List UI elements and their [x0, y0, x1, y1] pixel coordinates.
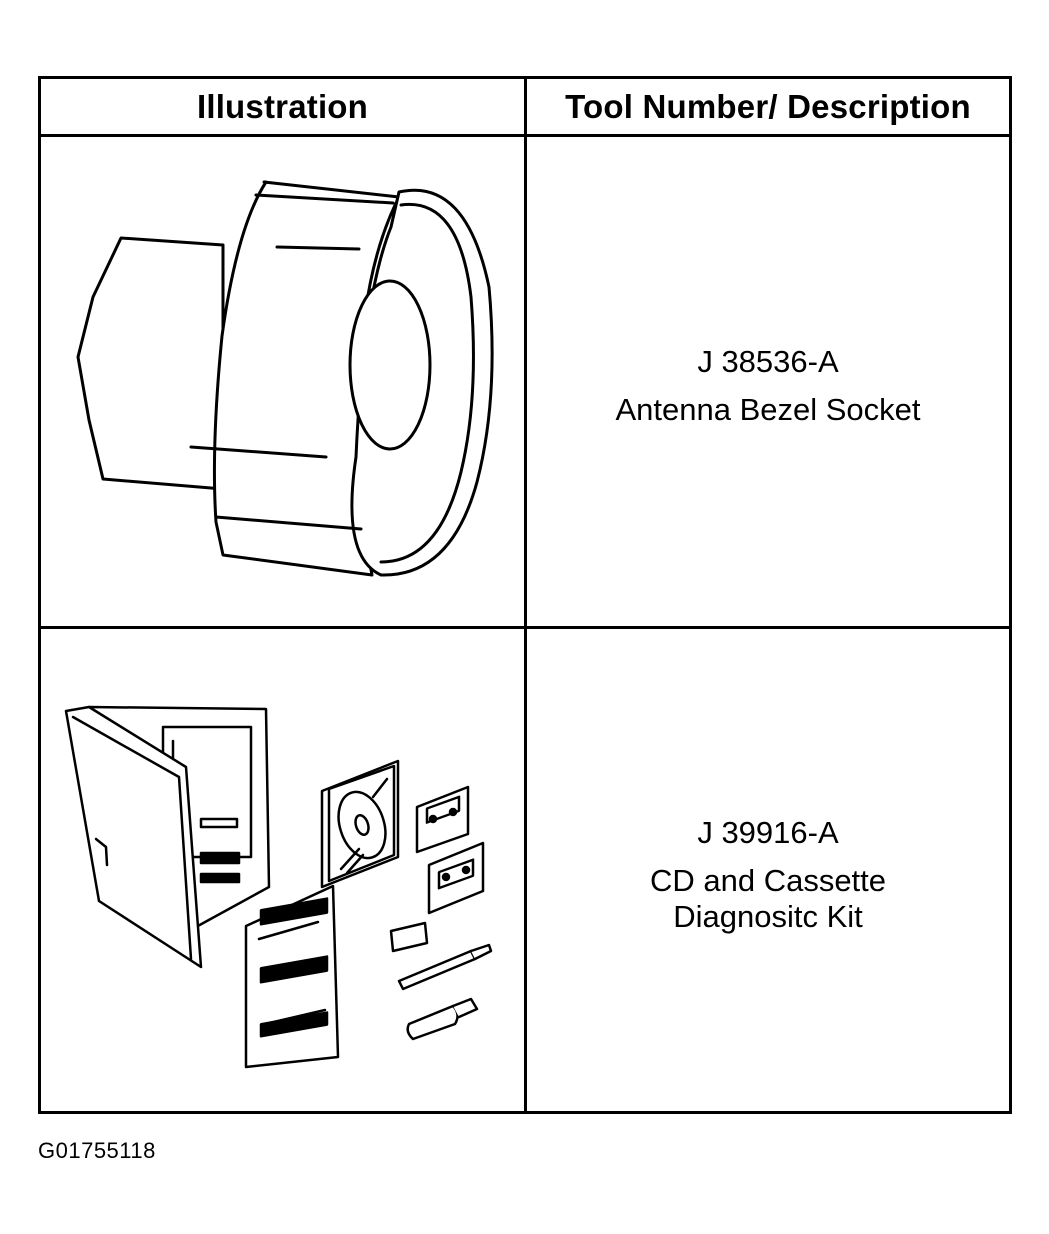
header-illustration-label: Illustration [196, 87, 369, 125]
header-description-label: Tool Number/ Description [565, 87, 971, 125]
table-header-row: Illustration Tool Number/ Description [41, 79, 1009, 137]
tool-description: J 39916-A CD and Cassette Diagnositc Kit [527, 815, 1009, 935]
tool-name-line: CD and Cassette [649, 863, 887, 898]
header-cell-illustration: Illustration [41, 79, 527, 134]
tool-number: J 38536-A [697, 344, 839, 379]
tool-number: J 39916-A [697, 815, 839, 850]
figure-id: G01755118 [38, 1138, 156, 1163]
tool-name-line: Antenna Bezel Socket [615, 392, 921, 427]
tool-table: Illustration Tool Number/ Description [38, 76, 1012, 1114]
description-cell: J 39916-A CD and Cassette Diagnositc Kit [527, 629, 1009, 1111]
header-cell-description: Tool Number/ Description [527, 79, 1009, 134]
table-row: J 38536-A Antenna Bezel Socket [41, 137, 1009, 629]
table-row: J 39916-A CD and Cassette Diagnositc Kit [41, 629, 1009, 1111]
cd-cassette-diagnostic-kit-icon [64, 705, 493, 1069]
antenna-bezel-socket-icon [76, 180, 494, 577]
description-cell: J 38536-A Antenna Bezel Socket [527, 137, 1009, 626]
tool-name-line: Diagnositc Kit [673, 899, 863, 934]
illustration-cell [41, 137, 527, 626]
tool-description: J 38536-A Antenna Bezel Socket [527, 344, 1009, 428]
illustration-cell [41, 629, 527, 1111]
